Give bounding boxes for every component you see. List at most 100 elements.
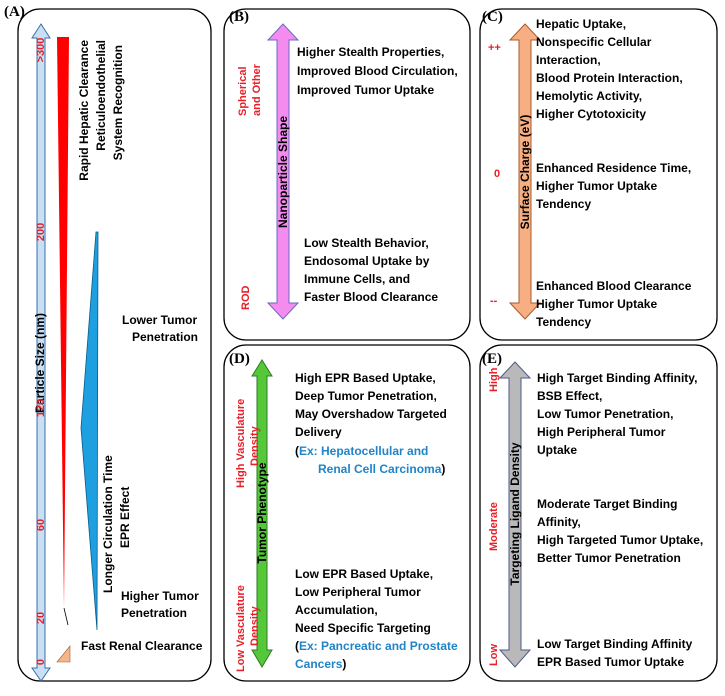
svg-text:Endosomal Uptake by: Endosomal Uptake by <box>304 254 430 268</box>
rod-label: ROD <box>240 286 252 311</box>
svg-text:Renal Cell Carcinoma): Renal Cell Carcinoma) <box>318 462 445 476</box>
rapid-clearance-text: Rapid Hepatic Clearance Reticuloendothel… <box>77 40 125 181</box>
svg-text:Higher Cytotoxicity: Higher Cytotoxicity <box>536 107 646 121</box>
svg-text:BSB Effect,: BSB Effect, <box>537 389 602 403</box>
svg-text:Hepatic Uptake,: Hepatic Uptake, <box>536 17 626 31</box>
orange-renal-wedge <box>56 645 71 663</box>
panel-c-label: (C) <box>482 9 503 25</box>
tick-60: 60 <box>35 519 47 531</box>
longer-circulation-text: Longer Circulation Time EPR Effect <box>101 455 132 593</box>
ligand-high-mark: High <box>488 367 500 392</box>
svg-text:Need Specific Targeting: Need Specific Targeting <box>295 621 431 635</box>
spherical-label: Spherical and Other <box>237 63 263 116</box>
wedge-join-line <box>63 607 69 626</box>
svg-text:Enhanced Residence Time,: Enhanced Residence Time, <box>536 161 691 175</box>
svg-text:May Overshadow Targeted: May Overshadow Targeted <box>295 407 447 421</box>
shape-top-text: Higher Stealth Properties, Improved Bloo… <box>297 45 458 97</box>
surface-charge-arrow <box>508 23 542 320</box>
panel-a-frame <box>17 8 212 682</box>
svg-text:Low EPR Based Uptake,: Low EPR Based Uptake, <box>295 567 433 581</box>
panel-b-label: (B) <box>229 9 249 25</box>
svg-text:High EPR Based Uptake,: High EPR Based Uptake, <box>295 371 436 385</box>
svg-text:Low Tumor Penetration,: Low Tumor Penetration, <box>537 407 673 421</box>
svg-text:Cancers): Cancers) <box>295 657 346 671</box>
tick-300: >300 <box>35 38 47 63</box>
svg-text:Improved Tumor Uptake: Improved Tumor Uptake <box>297 83 434 97</box>
svg-text:Tendency: Tendency <box>536 197 591 211</box>
svg-text:Moderate Target Binding: Moderate Target Binding <box>537 497 677 511</box>
svg-text:Deep Tumor Penetration,: Deep Tumor Penetration, <box>295 389 437 403</box>
charge-plus-mark: ++ <box>488 42 501 54</box>
ligand-top-text: High Target Binding Affinity, BSB Effect… <box>537 371 697 457</box>
svg-text:Higher Tumor: Higher Tumor <box>121 589 199 603</box>
phenotype-top-text: High EPR Based Uptake, Deep Tumor Penetr… <box>295 371 447 476</box>
svg-text:(Ex: Hepatocellular and: (Ex: Hepatocellular and <box>295 444 428 458</box>
svg-text:Interaction,: Interaction, <box>536 53 601 67</box>
tick-20: 20 <box>35 612 47 624</box>
svg-text:EPR Effect: EPR Effect <box>118 487 132 548</box>
lower-tumor-text: Lower Tumor Penetration <box>122 313 198 344</box>
svg-text:Low Stealth Behavior,: Low Stealth Behavior, <box>304 236 429 250</box>
svg-text:Density: Density <box>249 425 261 466</box>
shape-bottom-text: Low Stealth Behavior, Endosomal Uptake b… <box>304 236 438 304</box>
high-vasculature-label: High Vasculature Density <box>235 399 261 488</box>
svg-text:Rapid Hepatic Clearance: Rapid Hepatic Clearance <box>77 40 91 181</box>
blue-circulation-wedge <box>80 231 99 631</box>
svg-text:Affinity,: Affinity, <box>537 515 581 529</box>
svg-text:Immune Cells, and: Immune Cells, and <box>304 272 410 286</box>
svg-text:Lower Tumor: Lower Tumor <box>122 313 197 327</box>
svg-text:Low Vasculature: Low Vasculature <box>235 585 247 672</box>
svg-text:Higher Tumor Uptake: Higher Tumor Uptake <box>536 297 657 311</box>
higher-tumor-text: Higher Tumor Penetration <box>121 589 199 620</box>
svg-text:Blood Protein Interaction,: Blood Protein Interaction, <box>536 71 683 85</box>
svg-text:Hemolytic Activity,: Hemolytic Activity, <box>536 89 642 103</box>
fast-renal-text: Fast Renal Clearance <box>81 639 203 653</box>
nanoparticle-shape-arrow <box>266 23 300 320</box>
svg-text:High Target Binding Affinity,: High Target Binding Affinity, <box>537 371 697 385</box>
targeting-ligand-title: Targeting Ligand Density <box>508 442 522 585</box>
svg-text:Spherical: Spherical <box>237 66 249 116</box>
particle-size-axis-arrow <box>31 23 51 682</box>
targeting-ligand-arrow <box>498 361 532 668</box>
charge-mid-text: Enhanced Residence Time, Higher Tumor Up… <box>536 161 691 211</box>
svg-text:High Peripheral Tumor: High Peripheral Tumor <box>537 425 666 439</box>
svg-text:Low Peripheral Tumor: Low Peripheral Tumor <box>295 585 421 599</box>
svg-text:Penetration: Penetration <box>121 606 187 620</box>
red-clearance-wedge <box>57 37 69 608</box>
panel-e-frame <box>479 344 718 682</box>
ligand-mid-text: Moderate Target Binding Affinity, High T… <box>537 497 703 565</box>
panel-a-label: (A) <box>4 4 25 20</box>
svg-text:High Vasculature: High Vasculature <box>235 399 247 488</box>
svg-text:Reticuloendothelial: Reticuloendothelial <box>94 40 108 151</box>
svg-text:Higher Tumor Uptake: Higher Tumor Uptake <box>536 179 657 193</box>
charge-minus-mark: -- <box>490 295 498 307</box>
panel-c-frame <box>479 8 718 341</box>
charge-bottom-text: Enhanced Blood Clearance Higher Tumor Up… <box>536 279 692 329</box>
svg-text:Faster Blood Clearance: Faster Blood Clearance <box>304 290 438 304</box>
low-vasculature-label: Low Vasculature Density <box>235 585 261 672</box>
svg-text:Improved Blood Circulation,: Improved Blood Circulation, <box>297 64 458 78</box>
svg-text:System Recognition: System Recognition <box>111 45 125 160</box>
svg-text:Density: Density <box>249 605 261 646</box>
svg-text:Tendency: Tendency <box>536 315 591 329</box>
phenotype-bottom-text: Low EPR Based Uptake, Low Peripheral Tum… <box>295 567 458 671</box>
tick-120: 120 <box>35 399 47 417</box>
panel-d-label: (D) <box>229 351 250 367</box>
nanoparticle-shape-title: Nanoparticle Shape <box>276 116 290 228</box>
ligand-low-mark: Low <box>488 644 500 666</box>
svg-text:Longer Circulation Time: Longer Circulation Time <box>101 455 115 593</box>
tumor-phenotype-arrow <box>251 359 273 668</box>
svg-text:and Other: and Other <box>251 63 263 116</box>
panel-e-label: (E) <box>482 351 502 367</box>
charge-zero-mark: 0 <box>494 168 500 180</box>
particle-size-axis-title: Particle Size (nm) <box>33 313 47 413</box>
svg-text:Enhanced Blood Clearance: Enhanced Blood Clearance <box>536 279 692 293</box>
svg-text:Higher Stealth Properties,: Higher Stealth Properties, <box>297 45 444 59</box>
svg-text:Nonspecific Cellular: Nonspecific Cellular <box>536 35 652 49</box>
svg-text:Uptake: Uptake <box>537 443 577 457</box>
charge-top-text: Hepatic Uptake, Nonspecific Cellular Int… <box>536 17 683 121</box>
surface-charge-title: Surface Charge (eV) <box>518 115 532 230</box>
svg-text:EPR Based Tumor Uptake: EPR Based Tumor Uptake <box>537 655 684 669</box>
ligand-bottom-text: Low Target Binding Affinity EPR Based Tu… <box>537 637 693 669</box>
